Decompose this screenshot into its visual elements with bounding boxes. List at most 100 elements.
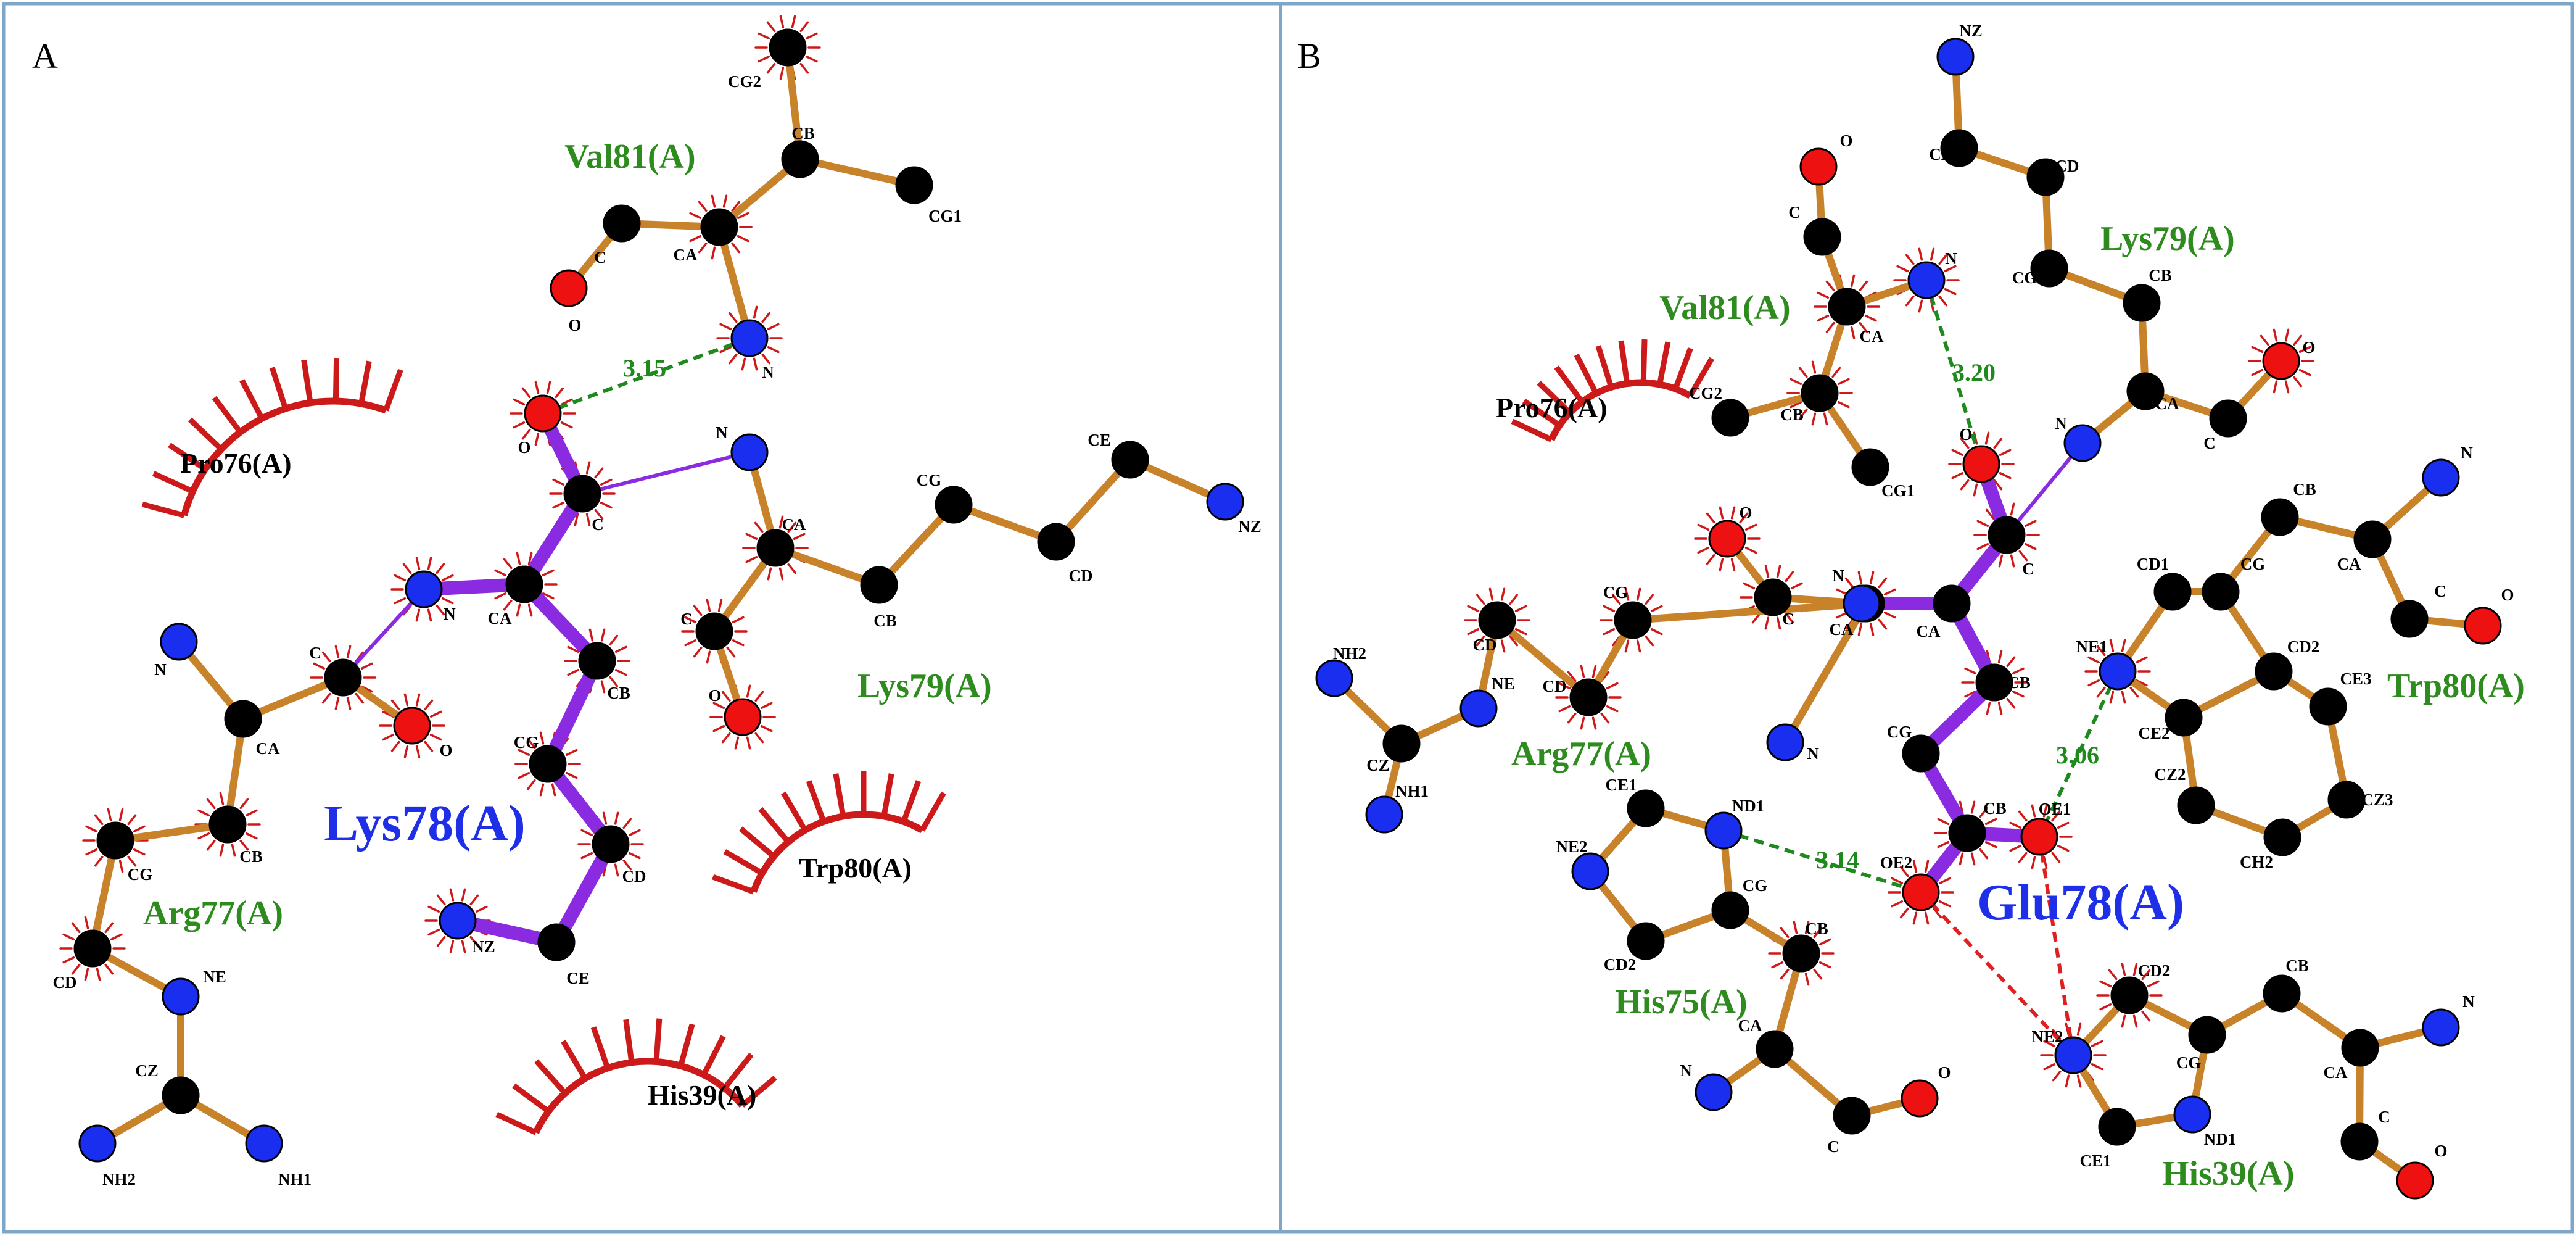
hbond-distance-label: 3.14	[1816, 846, 1859, 874]
carbon-atom	[2341, 1029, 2379, 1067]
atom-label: CA	[256, 739, 280, 758]
carbon-atom	[1569, 678, 1608, 716]
atom-label: CE	[1088, 431, 1111, 449]
oxygen-atom	[1708, 520, 1746, 558]
carbon-atom	[2126, 372, 2165, 410]
atom-label: CG	[1887, 723, 1912, 741]
carbon-atom	[935, 486, 973, 524]
atom-label: O	[2501, 586, 2514, 604]
atom-label: CB	[2007, 673, 2031, 692]
residue-label-val81: Val81(A)	[564, 138, 696, 176]
nitrogen-atom	[2054, 1036, 2092, 1074]
carbon-atom	[1851, 448, 1889, 486]
carbon-atom	[1988, 516, 2026, 554]
atom-label: CB	[2149, 266, 2172, 284]
atom-label: C	[594, 248, 606, 267]
carbon-atom	[96, 821, 134, 860]
carbon-atom	[756, 529, 795, 567]
residue-label-glu78-ligand: Glu78(A)	[1977, 874, 2184, 931]
atom-label: CB	[1780, 405, 1804, 424]
atom-label: CG	[128, 865, 153, 884]
carbon-atom	[2177, 786, 2215, 824]
atom-label: O	[2434, 1142, 2447, 1160]
atom-label: CA	[1860, 327, 1884, 346]
oxygen-atom	[550, 269, 588, 307]
atom-label: CD	[622, 867, 646, 886]
hbond-distance-label: 3.20	[1952, 359, 1996, 386]
carbon-atom	[1803, 218, 1841, 256]
atom-label: C	[1788, 203, 1801, 222]
atom-label: NE2	[1556, 837, 1587, 856]
nitrogen-atom	[2099, 652, 2137, 691]
atom-label: CG1	[1881, 481, 1915, 500]
carbon-atom	[2098, 1108, 2136, 1146]
oxygen-atom	[1901, 1079, 1939, 1118]
nitrogen-atom	[2173, 1095, 2211, 1134]
nitrogen-atom	[1459, 689, 1498, 728]
carbon-atom	[2123, 284, 2161, 322]
carbon-atom	[1627, 922, 1665, 960]
contact-halo	[379, 693, 445, 758]
carbon-atom	[2263, 818, 2301, 856]
atom-label: CA	[1917, 622, 1941, 641]
atom-label: NE1	[2076, 637, 2107, 656]
atom-label: CB	[239, 847, 263, 866]
atom-label: O	[2302, 338, 2315, 357]
atom-label: CB	[1983, 799, 2007, 818]
carbon-atom	[2165, 699, 2203, 737]
carbon-atom	[1754, 578, 1792, 616]
carbon-atom	[73, 929, 112, 968]
atom-label: NH1	[278, 1170, 312, 1188]
hbond-distance-label: 3.06	[2056, 741, 2099, 769]
atom-label: CH2	[2240, 853, 2273, 871]
atom-label: CE1	[1605, 776, 1637, 794]
oxygen-atom	[2464, 607, 2502, 645]
atom-label: CG2	[1689, 384, 1722, 402]
atom-label: CZ2	[2154, 765, 2186, 784]
atom-label: CE2	[2138, 724, 2169, 742]
atom-label: N	[154, 660, 167, 679]
carbon-atom	[1111, 441, 1149, 479]
hydrogen-bond	[2037, 836, 2075, 1056]
atom-label: CD2	[2138, 961, 2171, 980]
nitrogen-atom	[1766, 723, 1804, 761]
atom-label: CA	[488, 609, 512, 628]
carbon-atom	[537, 923, 576, 961]
carbon-atom	[1833, 1097, 1871, 1135]
bond	[716, 223, 753, 342]
nitrogen-atom	[160, 623, 198, 661]
carbon-atom	[2309, 687, 2347, 726]
nitrogen-atom	[2422, 1008, 2460, 1047]
hydrophobic-contact-arc	[712, 771, 946, 895]
carbon-atom	[2255, 652, 2293, 691]
panel-a-frame	[2, 2, 1282, 1234]
carbon-atom	[2327, 781, 2366, 819]
carbon-atom	[895, 166, 933, 204]
carbon-atom	[1933, 584, 1971, 623]
hydrophobic-contact-arc	[1511, 339, 1714, 442]
nitrogen-atom	[1936, 38, 1975, 76]
atom-label: CD2	[2287, 637, 2320, 656]
carbon-atom	[1940, 129, 1978, 167]
atom-label: CD	[1543, 677, 1567, 695]
oxygen-atom	[1902, 873, 1940, 911]
atom-label: NE2	[2031, 1027, 2063, 1046]
atom-label: ND1	[2204, 1130, 2237, 1148]
atom-label: CZ	[1366, 756, 1390, 774]
bond	[2005, 441, 2084, 537]
atom-label: CD	[2055, 157, 2079, 175]
bond	[341, 587, 426, 679]
contact-halo	[1786, 360, 1853, 426]
oxygen-atom	[1962, 445, 2000, 483]
carbon-atom	[2340, 1122, 2379, 1161]
contact-halo	[82, 808, 149, 873]
atom-label: ND1	[1732, 797, 1765, 815]
carbon-atom	[2353, 520, 2392, 558]
carbon-atom	[1756, 1030, 1794, 1068]
atom-label: CE	[1929, 145, 1952, 164]
atom-label: CB	[873, 612, 897, 630]
atom-label: O	[1959, 425, 1972, 444]
atom-label: N	[1680, 1061, 1692, 1080]
